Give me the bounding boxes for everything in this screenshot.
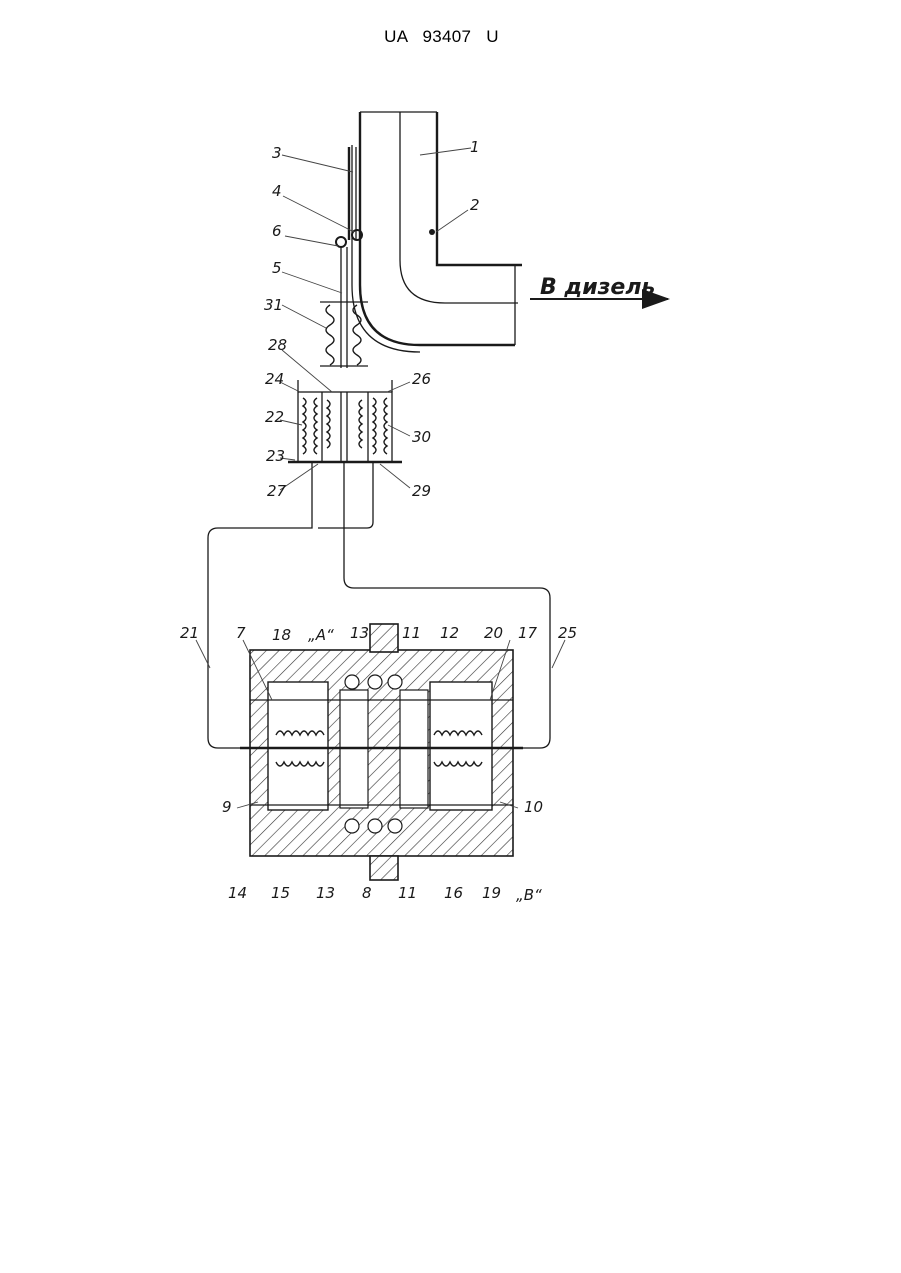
label-5: 5 (272, 259, 282, 277)
label-11-top: 11 (402, 624, 421, 642)
label-1: 1 (470, 138, 480, 156)
label-12: 12 (440, 624, 459, 642)
label-28: 28 (268, 336, 287, 354)
intake-pipe-elbow (352, 112, 522, 352)
bellows-block (288, 380, 402, 462)
mechanism-housing (240, 624, 523, 880)
label-30: 30 (412, 428, 431, 446)
label-31: 31 (264, 296, 283, 314)
label-25: 25 (558, 624, 577, 642)
label-22: 22 (265, 408, 284, 426)
label-14: 14 (228, 884, 247, 902)
label-3: 3 (272, 144, 282, 162)
label-17: 17 (518, 624, 538, 642)
label-2: 2 (470, 196, 480, 214)
label-15: 15 (271, 884, 290, 902)
label-21: 21 (180, 624, 199, 642)
label-18: 18 (272, 626, 291, 644)
label-20: 20 (484, 624, 503, 642)
label-6: 6 (272, 222, 282, 240)
label-B: „B“ (516, 886, 542, 904)
label-23: 23 (266, 447, 285, 465)
label-4: 4 (272, 182, 282, 200)
label-24: 24 (265, 370, 284, 388)
label-27: 27 (267, 482, 287, 500)
label-10: 10 (524, 798, 543, 816)
label-9: 9 (222, 798, 232, 816)
label-13-top: 13 (350, 624, 369, 642)
flap-lever-assembly (320, 147, 435, 368)
diesel-arrow-label: В дизель (540, 275, 655, 300)
label-11-bottom: 11 (398, 884, 417, 902)
label-A: „A“ (308, 626, 334, 644)
label-8: 8 (362, 884, 372, 902)
label-29: 29 (412, 482, 431, 500)
label-16: 16 (444, 884, 463, 902)
label-7: 7 (236, 624, 246, 642)
label-26: 26 (412, 370, 431, 388)
label-19: 19 (482, 884, 501, 902)
label-13-bottom: 13 (316, 884, 335, 902)
